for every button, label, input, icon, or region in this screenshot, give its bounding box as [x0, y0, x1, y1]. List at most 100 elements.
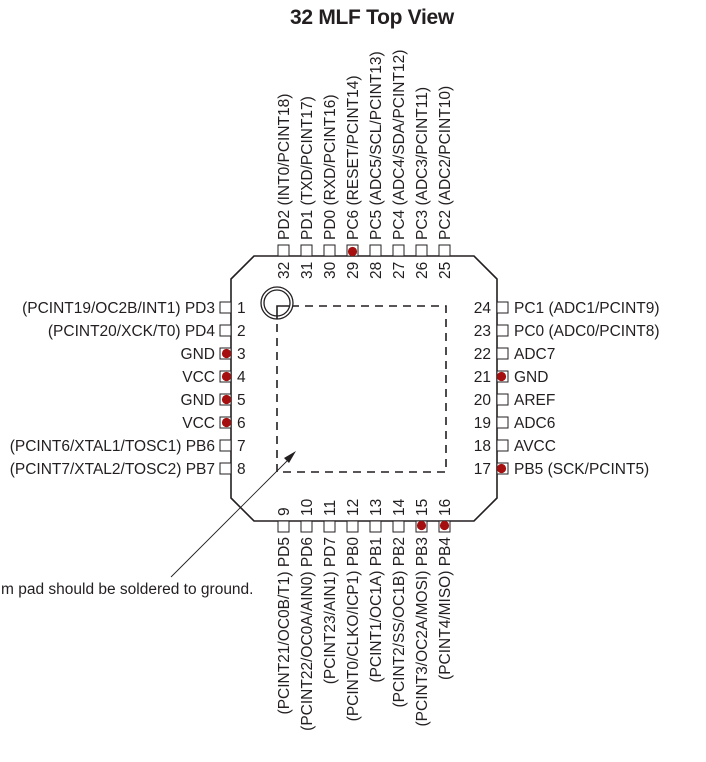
pin-number: 4: [237, 369, 246, 386]
pins-right: 24 PC1 (ADC1/PCINT9) 23 PC0 (ADC0/PCINT8) 22…: [474, 300, 660, 478]
pin-number: 21: [474, 369, 491, 386]
pin-number: 7: [237, 438, 246, 455]
pin-label: PD1 (TXD/PCINT17): [299, 96, 316, 240]
pin-label: GND: [181, 392, 215, 409]
pin-pad: [496, 324, 509, 337]
pin-29: 29 PC6 (RESET/PCINT14): [345, 75, 362, 279]
pin-9: 9 (PCINT21/OC0B/T1) PD5: [276, 507, 293, 714]
pin-number: 20: [474, 392, 492, 409]
pin-17: 17 PB5 (SCK/PCINT5): [474, 461, 649, 478]
pin-label: AVCC: [514, 438, 556, 455]
pin-31: 31 PD1 (TXD/PCINT17): [299, 96, 316, 279]
pin-label: (PCINT0/CLKO/ICP1) PB0: [345, 537, 362, 722]
pin-pad: [219, 324, 232, 337]
pin-pad: [346, 520, 359, 533]
pin-pad: [219, 301, 232, 314]
pin-3: 3 GND: [181, 346, 246, 363]
pin-number: 2: [237, 323, 246, 340]
pin-number: 14: [391, 498, 408, 516]
pins-bottom: 9(PCINT21/OC0B/T1) PD510(PCINT22/OC0A/AI…: [276, 498, 454, 730]
pin-number: 19: [474, 415, 491, 432]
pin-number: 23: [474, 323, 491, 340]
pin-pad: [323, 244, 336, 257]
pin-label: PD2 (INT0/PCINT18): [276, 94, 293, 240]
pin-number: 18: [474, 438, 491, 455]
pin-number: 29: [345, 262, 362, 279]
pin-number: 26: [414, 262, 431, 279]
pin-label: PC5 (ADC5/SCL/PCINT13): [368, 51, 385, 240]
ground-power-dot-icon: [221, 348, 232, 359]
pin-pad: [219, 462, 232, 475]
ground-power-dot-icon: [439, 520, 450, 531]
pin-28: 28 PC5 (ADC5/SCL/PCINT13): [368, 51, 385, 279]
pin-22: 22 ADC7: [474, 346, 556, 363]
pin-23: 23 PC0 (ADC0/PCINT8): [474, 323, 660, 340]
pin-label: PC6 (RESET/PCINT14): [345, 75, 362, 240]
ground-power-dot-icon: [416, 520, 427, 531]
pin-label: (PCINT4/MISO) PB4: [437, 537, 454, 680]
pin-number: 9: [276, 507, 293, 516]
pin-15: 15(PCINT3/OC2A/MOSI) PB3: [414, 499, 431, 727]
pin-16: 16 (PCINT4/MISO) PB4: [437, 499, 454, 680]
pin-32: 32 PD2 (INT0/PCINT18): [276, 94, 293, 279]
pin-number: 31: [299, 262, 316, 279]
pin-14: 14 (PCINT2/SS/OC1B) PB2: [391, 498, 408, 707]
ground-power-dot-icon: [221, 394, 232, 405]
leader-arrow: [170, 451, 296, 578]
pin-8: 8 (PCINT7/XTAL2/TOSC2) PB7: [10, 461, 246, 478]
pin-number: 17: [474, 461, 491, 478]
pin-label: (PCINT22/OC0A/AIN0) PD6: [299, 537, 316, 731]
pin-number: 16: [437, 499, 454, 516]
pin-label: PB5 (SCK/PCINT5): [514, 461, 649, 478]
pin-label: ADC7: [514, 346, 555, 363]
pin-number: 32: [276, 262, 293, 279]
pin-18: 18 AVCC: [474, 438, 556, 455]
pin-pad: [277, 520, 290, 533]
pin-label: PC4 (ADC4/SDA/PCINT12): [391, 50, 408, 240]
pin-pad: [438, 244, 451, 257]
pin-label: (PCINT21/OC0B/T1) PD5: [276, 537, 293, 714]
pin-number: 11: [322, 500, 339, 516]
pin-label: PC1 (ADC1/PCINT9): [514, 300, 660, 317]
arrowhead-icon: [284, 451, 296, 463]
pin-label: (PCINT20/XCK/T0) PD4: [48, 323, 215, 340]
pin-pad: [496, 347, 509, 360]
pin-number: 22: [474, 346, 491, 363]
pin-pad: [496, 416, 509, 429]
pin-number: 28: [368, 262, 385, 279]
pin-number: 24: [474, 300, 492, 317]
pin-24: 24 PC1 (ADC1/PCINT9): [474, 300, 660, 317]
ground-power-dot-icon: [347, 246, 358, 257]
pin-number: 3: [237, 346, 246, 363]
pin-label: (PCINT3/OC2A/MOSI) PB3: [414, 537, 431, 726]
pin-label: PD0 (RXD/PCINT16): [322, 94, 339, 240]
pin-label: (PCINT19/OC2B/INT1) PD3: [22, 300, 215, 317]
pin-number: 1: [237, 300, 246, 317]
pin-number: 30: [322, 261, 339, 279]
diagram-title: 32 MLF Top View: [290, 6, 454, 29]
pin-label: (PCINT2/SS/OC1B) PB2: [391, 537, 408, 708]
pin-label: PC3 (ADC3/PCINT11): [414, 87, 431, 240]
pin-1: 1 (PCINT19/OC2B/INT1) PD3: [22, 300, 246, 317]
pin-number: 6: [237, 415, 246, 432]
pin-pad: [496, 393, 509, 406]
pin-label: (PCINT7/XTAL2/TOSC2) PB7: [10, 461, 215, 478]
pin-pad: [219, 439, 232, 452]
pin-pad: [323, 520, 336, 533]
pin-label: PC0 (ADC0/PCINT8): [514, 323, 660, 340]
pin-label: GND: [181, 346, 215, 363]
pin-number: 27: [391, 262, 408, 279]
pin-pad: [369, 520, 382, 533]
ground-power-dot-icon: [221, 417, 232, 428]
pin-label: (PCINT23/AIN1) PD7: [322, 537, 339, 684]
pin-number: 8: [237, 461, 246, 478]
exposed-pad-note: m pad should be soldered to ground.: [1, 581, 253, 598]
pins-left: 1 (PCINT19/OC2B/INT1) PD3 2 (PCINT20/XCK/T0…: [10, 300, 246, 478]
pin-pad: [392, 520, 405, 533]
